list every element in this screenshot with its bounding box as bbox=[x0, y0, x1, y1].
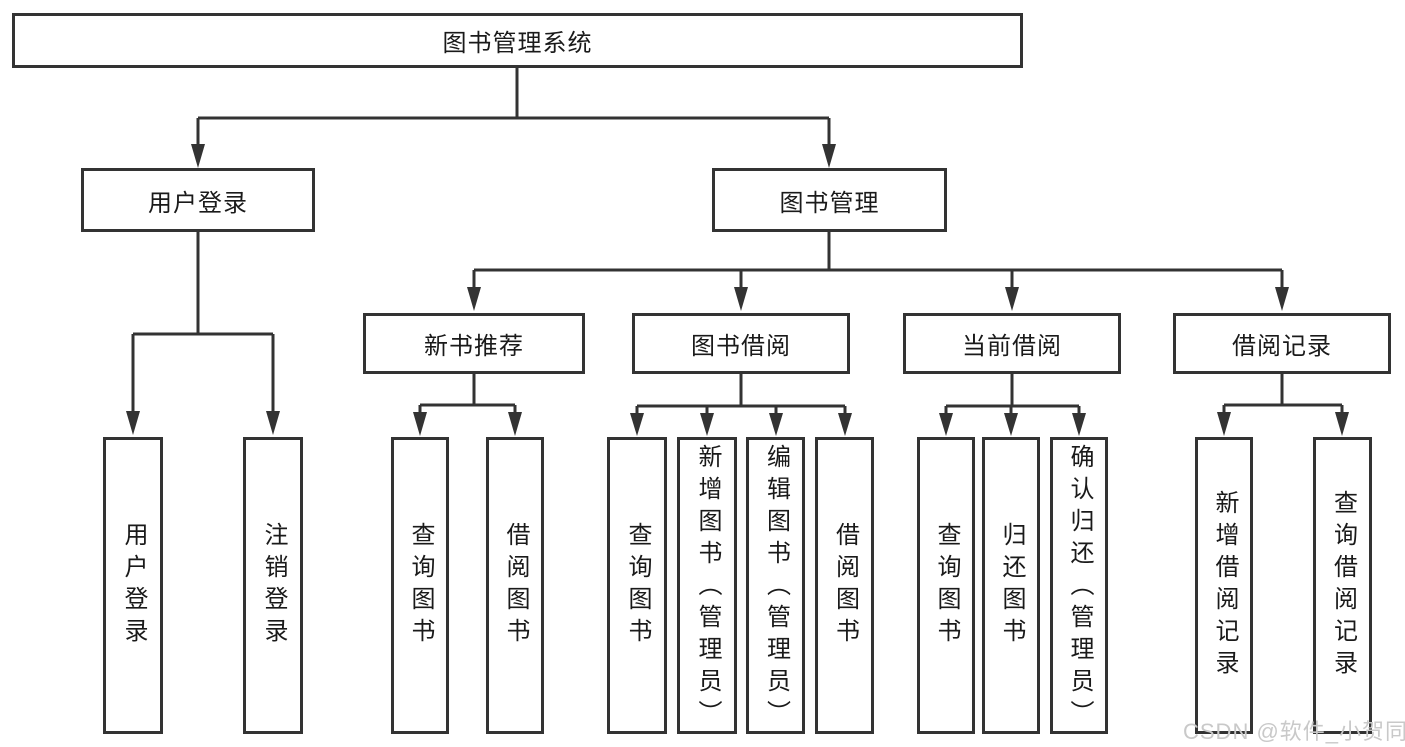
leaf-borrow-books-recommend: 借阅图书 bbox=[486, 437, 544, 734]
leaf-return-books: 归还图书 bbox=[982, 437, 1040, 734]
node-new-book-recommend: 新书推荐 bbox=[363, 313, 585, 374]
leaf-add-borrow-record: 新增借阅记录 bbox=[1195, 437, 1253, 734]
leaf-add-book-admin: 新增图书（管理员） bbox=[677, 437, 737, 734]
watermark: CSDN @软件_小贺同学 bbox=[1183, 719, 1405, 744]
node-library-system: 图书管理系统 bbox=[12, 13, 1023, 68]
node-book-borrow: 图书借阅 bbox=[632, 313, 850, 374]
leaf-user-login: 用户登录 bbox=[103, 437, 163, 734]
leaf-logout-login: 注销登录 bbox=[243, 437, 303, 734]
node-book-management: 图书管理 bbox=[712, 168, 947, 232]
leaf-query-books-current: 查询图书 bbox=[917, 437, 975, 734]
node-user-login: 用户登录 bbox=[81, 168, 315, 232]
leaf-query-books-borrow: 查询图书 bbox=[607, 437, 667, 734]
leaf-borrow-books-borrow: 借阅图书 bbox=[815, 437, 874, 734]
leaf-query-books-recommend: 查询图书 bbox=[391, 437, 449, 734]
node-current-borrow: 当前借阅 bbox=[903, 313, 1121, 374]
leaf-edit-book-admin: 编辑图书（管理员） bbox=[746, 437, 805, 734]
node-borrow-records: 借阅记录 bbox=[1173, 313, 1391, 374]
leaf-confirm-return-admin: 确认归还（管理员） bbox=[1050, 437, 1108, 734]
leaf-query-borrow-record: 查询借阅记录 bbox=[1313, 437, 1372, 734]
